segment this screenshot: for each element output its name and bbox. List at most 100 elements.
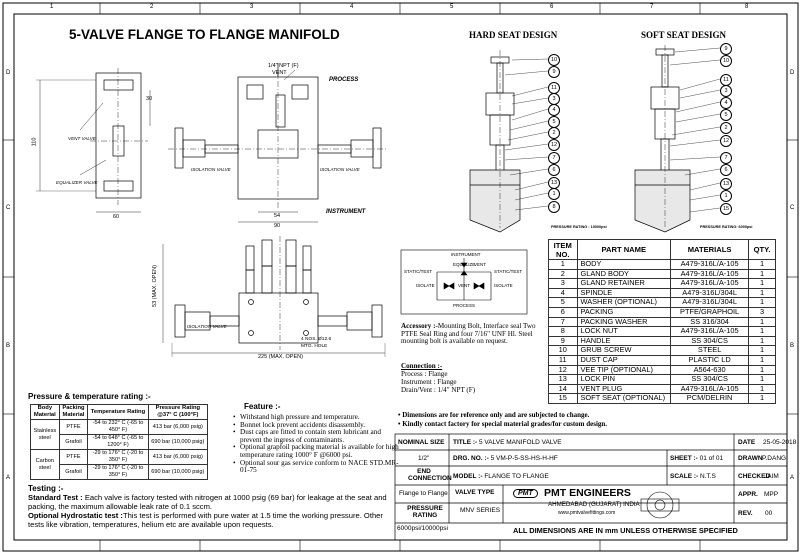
hard-seat-section bbox=[469, 50, 521, 233]
parts-cell: 1 bbox=[748, 345, 776, 356]
parts-cell: 15 bbox=[548, 393, 578, 404]
title-label: TITLE :- 5 VALVE MANIFOLD VALVE bbox=[453, 439, 562, 446]
parts-cell: 6 bbox=[548, 306, 578, 318]
schematic-isolate-left: ISOLATE bbox=[416, 283, 435, 288]
balloon-callout: 11 bbox=[720, 74, 732, 86]
pressure-header-temp: Temperature Rating bbox=[87, 404, 149, 420]
parts-cell: LOCK NUT bbox=[576, 326, 672, 337]
connection-instrument: Instrument : Flange bbox=[401, 378, 457, 386]
zone-ticks bbox=[3, 3, 798, 551]
equalizer-valve-label: EQUALIZER VALVE bbox=[56, 180, 98, 185]
mtg-hole-label: MTG. HOLE bbox=[301, 344, 328, 349]
parts-cell: 13 bbox=[548, 374, 578, 385]
parts-header-item: ITEM NO. bbox=[548, 239, 578, 260]
feature-item: Optional sour gas service conform to NAC… bbox=[233, 459, 400, 475]
parts-cell: 3 bbox=[748, 306, 776, 318]
balloon-callout: 7 bbox=[720, 152, 732, 164]
checked-value: JAIM bbox=[764, 473, 779, 480]
date-value: 25-05-2018 bbox=[763, 439, 797, 446]
row-label: C bbox=[790, 205, 795, 211]
parts-cell: 11 bbox=[548, 354, 578, 366]
balloon-callout: 1 bbox=[548, 188, 560, 200]
pressure-cell: 690 bar (10,000 psig) bbox=[147, 434, 209, 450]
parts-cell: 8 bbox=[548, 326, 578, 337]
dim-225-max: 225 (MAX. OPEN) bbox=[258, 354, 303, 360]
parts-cell: 1 bbox=[748, 374, 776, 385]
connection-heading: Connection :- bbox=[401, 362, 443, 370]
features-list: Withstand high pressure and temperature.… bbox=[232, 413, 400, 475]
parts-header-qty: QTY. bbox=[748, 239, 776, 260]
balloon-callout: 6 bbox=[720, 164, 732, 176]
col-label: 5 bbox=[450, 4, 454, 10]
pressure-rating-value: 6000psi/10000psi bbox=[397, 525, 448, 532]
parts-header-name: PART NAME bbox=[576, 239, 672, 260]
col-label: 8 bbox=[745, 4, 749, 10]
parts-cell: SOFT SEAT (OPTIONAL) bbox=[576, 393, 672, 404]
balloon-callout: 15 bbox=[720, 203, 732, 215]
nominal-size-value: 1/2" bbox=[418, 455, 430, 462]
end-connection-label: END CONNECTION bbox=[408, 468, 452, 482]
col-label: 4 bbox=[350, 4, 354, 10]
balloon-callout: 8 bbox=[548, 201, 560, 213]
parts-cell: SS 304/CS bbox=[670, 374, 750, 385]
balloon-callout: 12 bbox=[720, 135, 732, 147]
schematic-process: PROCESS bbox=[453, 303, 476, 308]
nominal-size-label: NOMINAL SIZE bbox=[398, 439, 445, 446]
page-title: 5-VALVE FLANGE TO FLANGE MANIFOLD bbox=[69, 27, 340, 42]
pressure-cell: 413 bar (6,000 psig) bbox=[147, 419, 209, 435]
balloon-callout: 2 bbox=[548, 127, 560, 139]
dim-110: 110 bbox=[31, 137, 38, 147]
hydro-test: Optional Hydrostatic test :This test is … bbox=[28, 511, 383, 529]
parts-cell: GLAND RETAINER bbox=[576, 278, 672, 289]
schematic-static-test-left: STATIC/TEST bbox=[404, 269, 433, 274]
parts-header-materials: MATERIALS bbox=[670, 239, 750, 260]
pressure-cell: Stainless steel bbox=[30, 419, 60, 450]
isolation-valve-label: ISOLATION VALVE bbox=[191, 167, 231, 172]
pressure-header-body: Body Material bbox=[30, 404, 60, 420]
checked-label: CHECKED bbox=[738, 473, 771, 480]
balloon-callout: 10 bbox=[548, 54, 560, 66]
leader-lines bbox=[504, 47, 721, 213]
parts-cell: 1 bbox=[748, 354, 776, 366]
col-label: 3 bbox=[250, 4, 254, 10]
title-block-grid bbox=[394, 433, 788, 541]
pressure-cell: 413 bar (6,000 psig) bbox=[147, 449, 209, 465]
rev-value: 00 bbox=[765, 510, 773, 517]
instrument-label: INSTRUMENT bbox=[326, 209, 366, 215]
parts-cell: A479-316L/A-105 bbox=[670, 259, 750, 270]
valve-type-value: MNV SERIES bbox=[460, 507, 501, 514]
appr-value: MPP bbox=[764, 491, 779, 498]
pressure-cell: Carbon steel bbox=[30, 449, 60, 480]
parts-cell: PCM/DELRIN bbox=[670, 393, 750, 404]
accessory-text: Mounting Bolt, Interface seal Two PTFE S… bbox=[401, 322, 536, 346]
balloon-callout: 3 bbox=[720, 85, 732, 97]
pressure-cell: 690 bar (10,000 psig) bbox=[147, 464, 209, 480]
balloon-callout: 13 bbox=[720, 178, 732, 190]
dim-54: 54 bbox=[274, 213, 281, 219]
balloon-callout: 2 bbox=[720, 122, 732, 134]
dim-90: 90 bbox=[274, 223, 281, 229]
row-label: B bbox=[6, 343, 11, 349]
parts-cell: 10 bbox=[548, 345, 578, 356]
pressure-table: Body Material Packing Material Temperatu… bbox=[30, 404, 209, 480]
date-label: DATE bbox=[738, 439, 756, 446]
row-label: D bbox=[6, 70, 11, 76]
testing-title: Testing :- bbox=[28, 484, 64, 493]
row-label: B bbox=[790, 343, 795, 349]
pressure-cell: -54 to 648° C (-65 to 1200° F) bbox=[87, 434, 149, 450]
vent-valve-label: VENT VALVE bbox=[68, 136, 96, 141]
parts-cell: PLASTIC LD bbox=[670, 354, 750, 366]
parts-cell: A479-316L/A-105 bbox=[670, 326, 750, 337]
connection-block: Connection :- Process : Flange Instrumen… bbox=[401, 362, 549, 394]
isolation-valve-label: ISOLATION VALVE bbox=[320, 167, 360, 172]
parts-cell: LOCK PIN bbox=[576, 374, 672, 385]
parts-cell: A479-316L/A-105 bbox=[670, 278, 750, 289]
parts-cell: DUST CAP bbox=[576, 354, 672, 366]
